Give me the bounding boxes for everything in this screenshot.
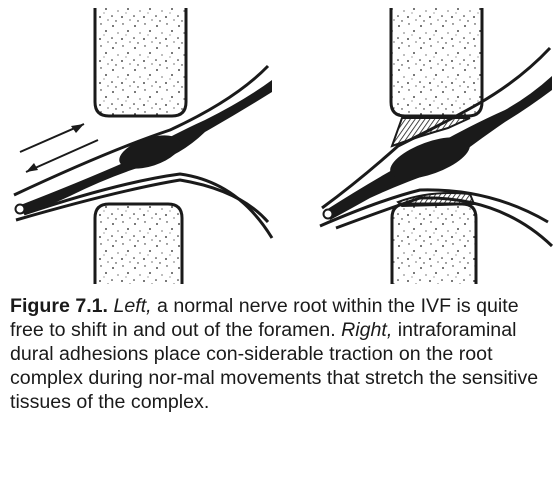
right-upper-vertebra — [389, 8, 484, 118]
left-lower-vertebra — [93, 202, 184, 284]
caption-text-2: intraforaminal dural adhesions place con… — [10, 319, 539, 413]
caption-right-word: Right, — [341, 319, 393, 341]
left-nerve-root — [18, 80, 272, 214]
figure-caption: Figure 7.1. Left, a normal nerve root wi… — [10, 294, 550, 414]
caption-left-word: Left, — [113, 295, 152, 317]
right-panel-adhesed-root — [319, 8, 554, 284]
caption-text-1: a normal nerve root within the IVF is qu… — [10, 295, 519, 341]
figure-label: Figure 7.1. — [10, 295, 108, 317]
left-motion-arrows — [19, 123, 99, 173]
nerve-root-figure — [13, 8, 554, 284]
left-panel-normal-root — [13, 8, 274, 284]
left-upper-vertebra — [93, 8, 188, 118]
right-lower-vertebra — [390, 202, 478, 284]
